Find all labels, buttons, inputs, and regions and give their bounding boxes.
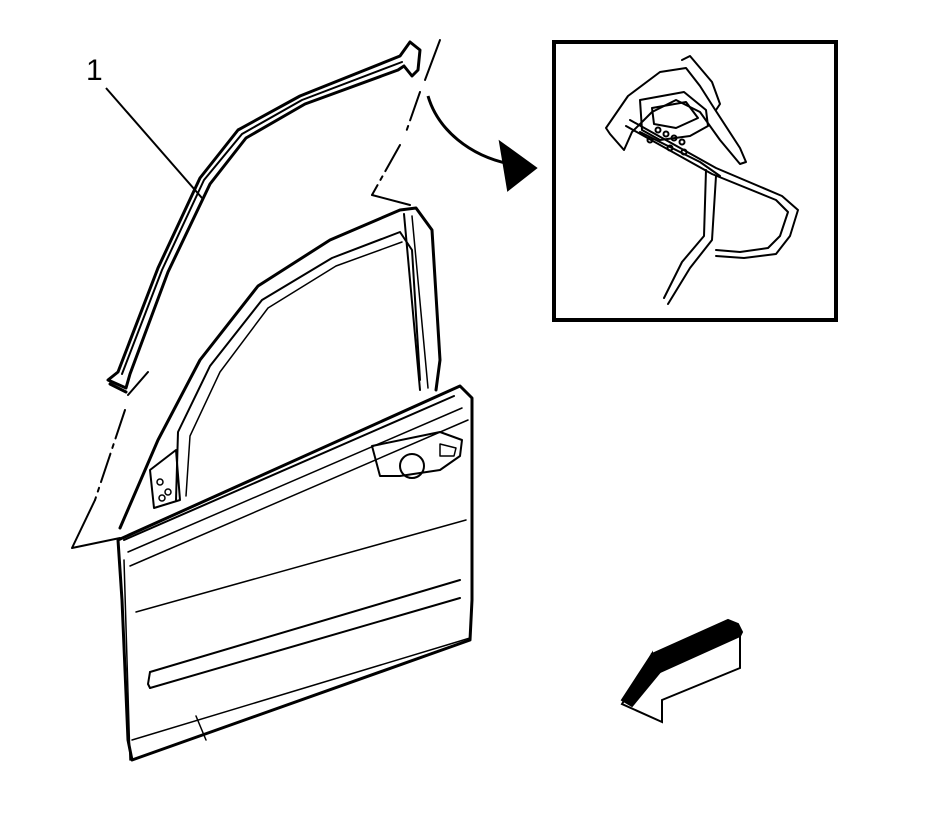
- front-door: [116, 206, 474, 762]
- callout-1-label: 1: [86, 54, 103, 87]
- callout-1-leader: [105, 87, 203, 199]
- front-direction-arrow-icon: [620, 618, 744, 724]
- weatherstrip: [106, 40, 422, 394]
- curved-arrow-icon: [426, 95, 538, 192]
- detail-inset: [552, 40, 838, 322]
- exploded-view-plane: [71, 39, 441, 549]
